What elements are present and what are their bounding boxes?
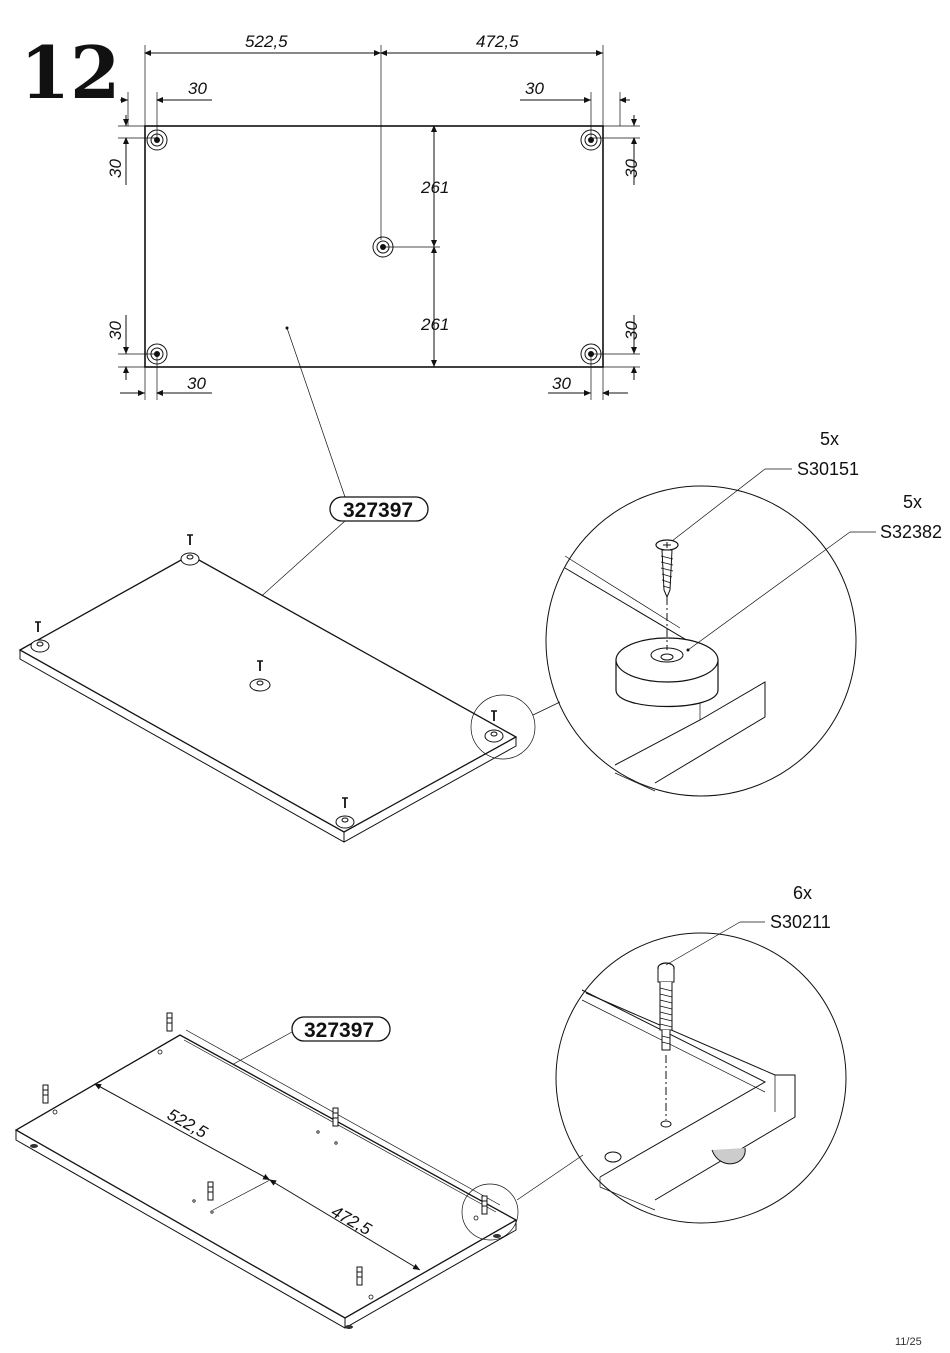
callout-screw-qty: 5x	[820, 429, 839, 449]
foot-part	[249, 678, 271, 692]
dim-side-left-top: 30	[106, 159, 125, 178]
foot-part	[180, 552, 200, 566]
hole-marker	[372, 236, 394, 258]
hole-marker	[580, 343, 602, 365]
screw-icon	[342, 797, 348, 808]
foot-part	[335, 815, 355, 829]
dim-side-left-bottom: 30	[106, 321, 125, 340]
dim-right-span: 472,5	[476, 32, 519, 51]
part-label-bubble	[329, 496, 429, 522]
connector-icon	[657, 962, 675, 1051]
part-label-bubble	[291, 1016, 391, 1042]
hole-marker	[580, 129, 602, 151]
callout-foot-qty: 5x	[903, 492, 922, 512]
dim-edge-bottom-left: 30	[187, 374, 206, 393]
dim-edge-top-left: 30	[188, 79, 207, 98]
screw-icon	[491, 710, 497, 721]
part-label: 327397	[343, 499, 413, 522]
part-label: 327397	[304, 1019, 374, 1042]
dim-center-top: 261	[420, 178, 449, 197]
foot-part	[484, 729, 504, 743]
foot-part	[30, 639, 50, 653]
connector-icon	[356, 1266, 363, 1286]
screw-icon	[257, 660, 263, 671]
connector-icon	[481, 1195, 488, 1215]
assembly-2: 327397 522,5 472,5	[14, 883, 847, 1329]
screw-icon	[35, 621, 41, 632]
dim-left-span: 522,5	[245, 32, 288, 51]
screw-icon	[187, 534, 193, 545]
detail-marker	[470, 694, 536, 760]
callout-screw-code: S30151	[797, 459, 859, 479]
callout-foot-code: S32382	[880, 522, 942, 542]
dim-side-right-top: 30	[622, 159, 641, 178]
dim-edge-bottom-right: 30	[552, 374, 571, 393]
assembly-1: 327397	[18, 429, 942, 843]
hole-marker	[146, 129, 168, 151]
connector-icon	[166, 1012, 173, 1032]
hole-marker	[146, 343, 168, 365]
connector-icon	[332, 1107, 339, 1127]
dim-center-bottom: 261	[420, 315, 449, 334]
screw-icon	[655, 539, 679, 599]
dim-edge-top-right: 30	[525, 79, 544, 98]
callout-connector-code: S30211	[770, 912, 831, 932]
page-number: 11/25	[895, 1336, 922, 1348]
panel-top-view	[144, 125, 604, 368]
top-view: 522,5 472,5 30 30 30 30 30 30	[106, 32, 641, 498]
dim-side-right-bottom: 30	[622, 321, 641, 340]
panel-isometric	[18, 554, 518, 833]
connector-icon	[207, 1181, 214, 1201]
detail-marker	[461, 1183, 519, 1241]
detail-view-connector	[555, 932, 847, 1224]
connector-icon	[42, 1084, 49, 1104]
step-number: 12	[20, 30, 120, 115]
detail-view-foot	[545, 485, 857, 797]
callout-connector-qty: 6x	[793, 883, 812, 903]
panel-isometric	[14, 1034, 518, 1319]
